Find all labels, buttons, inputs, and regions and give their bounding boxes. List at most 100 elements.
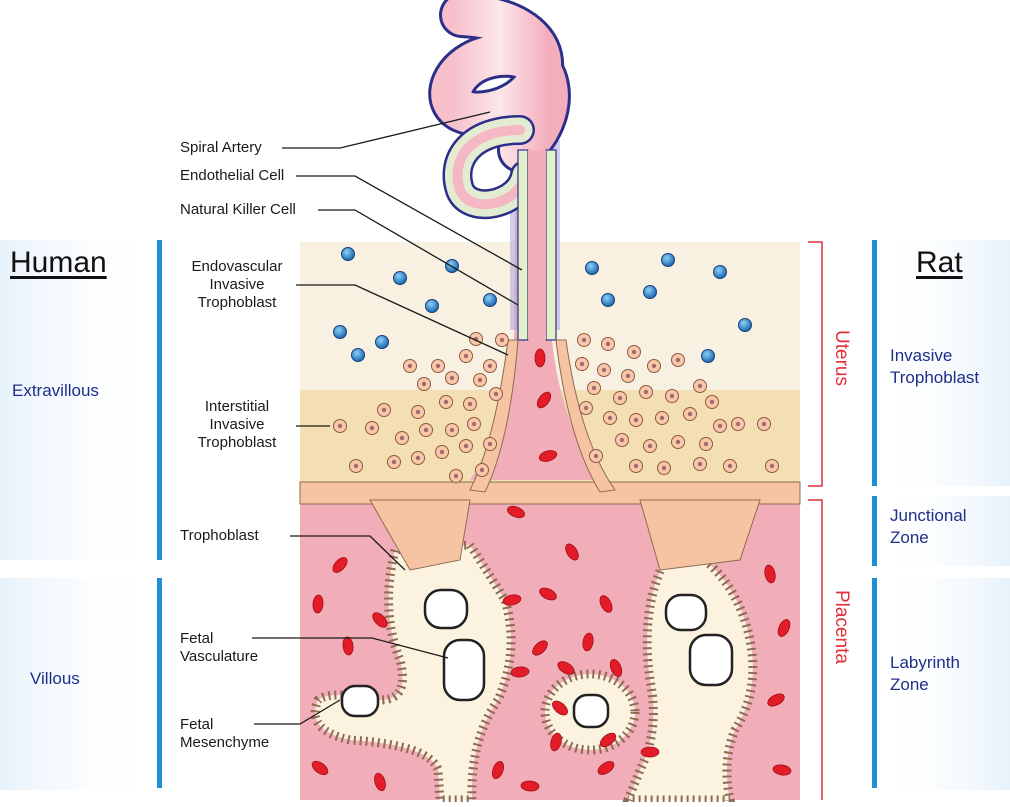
trophoblast-nucleus — [494, 392, 498, 396]
spiral-artery-label: Spiral Artery — [180, 139, 262, 157]
rat-title: Rat — [916, 246, 963, 280]
trophoblast-nucleus — [454, 474, 458, 478]
nk-cell — [739, 319, 752, 332]
rat-invasive-line1: Invasive — [890, 345, 979, 367]
villous-label: Villous — [30, 668, 80, 690]
trophoblast-nucleus — [698, 462, 702, 466]
nk-cell — [586, 262, 599, 275]
trophoblast-nucleus — [670, 394, 674, 398]
nk-cell — [342, 248, 355, 261]
red-blood-cell — [641, 747, 659, 757]
trophoblast-nucleus — [464, 354, 468, 358]
interstitial-line2: Invasive — [178, 416, 296, 434]
trophoblast-nucleus — [770, 464, 774, 468]
trophoblast-nucleus — [648, 444, 652, 448]
nk-cell — [644, 286, 657, 299]
rat-junctional-zone: Junctional Zone — [890, 505, 967, 549]
trophoblast-nucleus — [440, 450, 444, 454]
trophoblast-nucleus — [408, 364, 412, 368]
trophoblast-nucleus — [436, 364, 440, 368]
nk-cell — [714, 266, 727, 279]
nk-cell — [426, 300, 439, 313]
trophoblast-nucleus — [606, 342, 610, 346]
fetal-vasc-line2: Vasculature — [180, 648, 258, 666]
trophoblast-nucleus — [370, 426, 374, 430]
trophoblast-nucleus — [662, 466, 666, 470]
uterus-label: Uterus — [830, 330, 852, 386]
trophoblast-nucleus — [580, 362, 584, 366]
fetal-mesenchyme-label: Fetal Mesenchyme — [180, 716, 269, 752]
endovascular-line1: Endovascular — [178, 258, 296, 276]
trophoblast-nucleus — [704, 442, 708, 446]
trophoblast-nucleus — [626, 374, 630, 378]
rat-junctional-line1: Junctional — [890, 505, 967, 527]
trophoblast-nucleus — [422, 382, 426, 386]
trophoblast-nucleus — [382, 408, 386, 412]
rat-labyrinth-line2: Zone — [890, 674, 960, 696]
trophoblast-nucleus — [582, 338, 586, 342]
fetal-mes-line1: Fetal — [180, 716, 269, 734]
nk-cell — [352, 349, 365, 362]
placenta-label: Placenta — [830, 590, 852, 664]
trophoblast-nucleus — [634, 464, 638, 468]
trophoblast-nucleus — [676, 440, 680, 444]
fetal-vasc-line1: Fetal — [180, 630, 258, 648]
nk-cell — [376, 336, 389, 349]
trophoblast-nucleus — [392, 460, 396, 464]
trophoblast-nucleus — [634, 418, 638, 422]
trophoblast-nucleus — [584, 406, 588, 410]
trophoblast-nucleus — [444, 400, 448, 404]
trophoblast-nucleus — [416, 410, 420, 414]
trophoblast-nucleus — [676, 358, 680, 362]
trophoblast-nucleus — [592, 386, 596, 390]
nk-cell — [334, 326, 347, 339]
natural-killer-cell-label: Natural Killer Cell — [180, 201, 296, 219]
trophoblast-nucleus — [718, 424, 722, 428]
trophoblast-nucleus — [488, 364, 492, 368]
trophoblast-nucleus — [688, 412, 692, 416]
rat-labyrinth-zone: Labyrinth Zone — [890, 652, 960, 696]
endovascular-trophoblast-label: Endovascular Invasive Trophoblast — [178, 258, 296, 312]
trophoblast-nucleus — [652, 364, 656, 368]
trophoblast-nucleus — [480, 468, 484, 472]
interstitial-trophoblast-label: Interstitial Invasive Trophoblast — [178, 398, 296, 452]
nk-cell — [602, 294, 615, 307]
trophoblast-nucleus — [424, 428, 428, 432]
fetal-mes-line2: Mesenchyme — [180, 734, 269, 752]
trophoblast-nucleus — [354, 464, 358, 468]
interstitial-line1: Interstitial — [178, 398, 296, 416]
rat-junctional-line2: Zone — [890, 527, 967, 549]
human-title: Human — [10, 246, 107, 280]
trophoblast-nucleus — [468, 402, 472, 406]
trophoblast-nucleus — [478, 378, 482, 382]
interstitial-line3: Trophoblast — [178, 434, 296, 452]
trophoblast-nucleus — [620, 438, 624, 442]
trophoblast-nucleus — [416, 456, 420, 460]
red-blood-cell — [535, 349, 545, 367]
endothelial-cell-label: Endothelial Cell — [180, 167, 284, 185]
trophoblast-nucleus — [762, 422, 766, 426]
nk-cell — [484, 294, 497, 307]
trophoblast-nucleus — [488, 442, 492, 446]
trophoblast-nucleus — [632, 350, 636, 354]
trophoblast-nucleus — [400, 436, 404, 440]
trophoblast-nucleus — [710, 400, 714, 404]
trophoblast-nucleus — [602, 368, 606, 372]
endovascular-line2: Invasive — [178, 276, 296, 294]
endovascular-line3: Trophoblast — [178, 294, 296, 312]
rat-invasive-line2: Trophoblast — [890, 367, 979, 389]
trophoblast-nucleus — [594, 454, 598, 458]
rat-labyrinth-line1: Labyrinth — [890, 652, 960, 674]
trophoblast-nucleus — [450, 428, 454, 432]
extravillous-label: Extravillous — [12, 380, 99, 402]
trophoblast-nucleus — [728, 464, 732, 468]
trophoblast-nucleus — [660, 416, 664, 420]
trophoblast-nucleus — [618, 396, 622, 400]
trophoblast-nucleus — [644, 390, 648, 394]
fetal-vasculature-label: Fetal Vasculature — [180, 630, 258, 666]
trophoblast-label: Trophoblast — [180, 527, 259, 545]
trophoblast-nucleus — [338, 424, 342, 428]
trophoblast-nucleus — [472, 422, 476, 426]
